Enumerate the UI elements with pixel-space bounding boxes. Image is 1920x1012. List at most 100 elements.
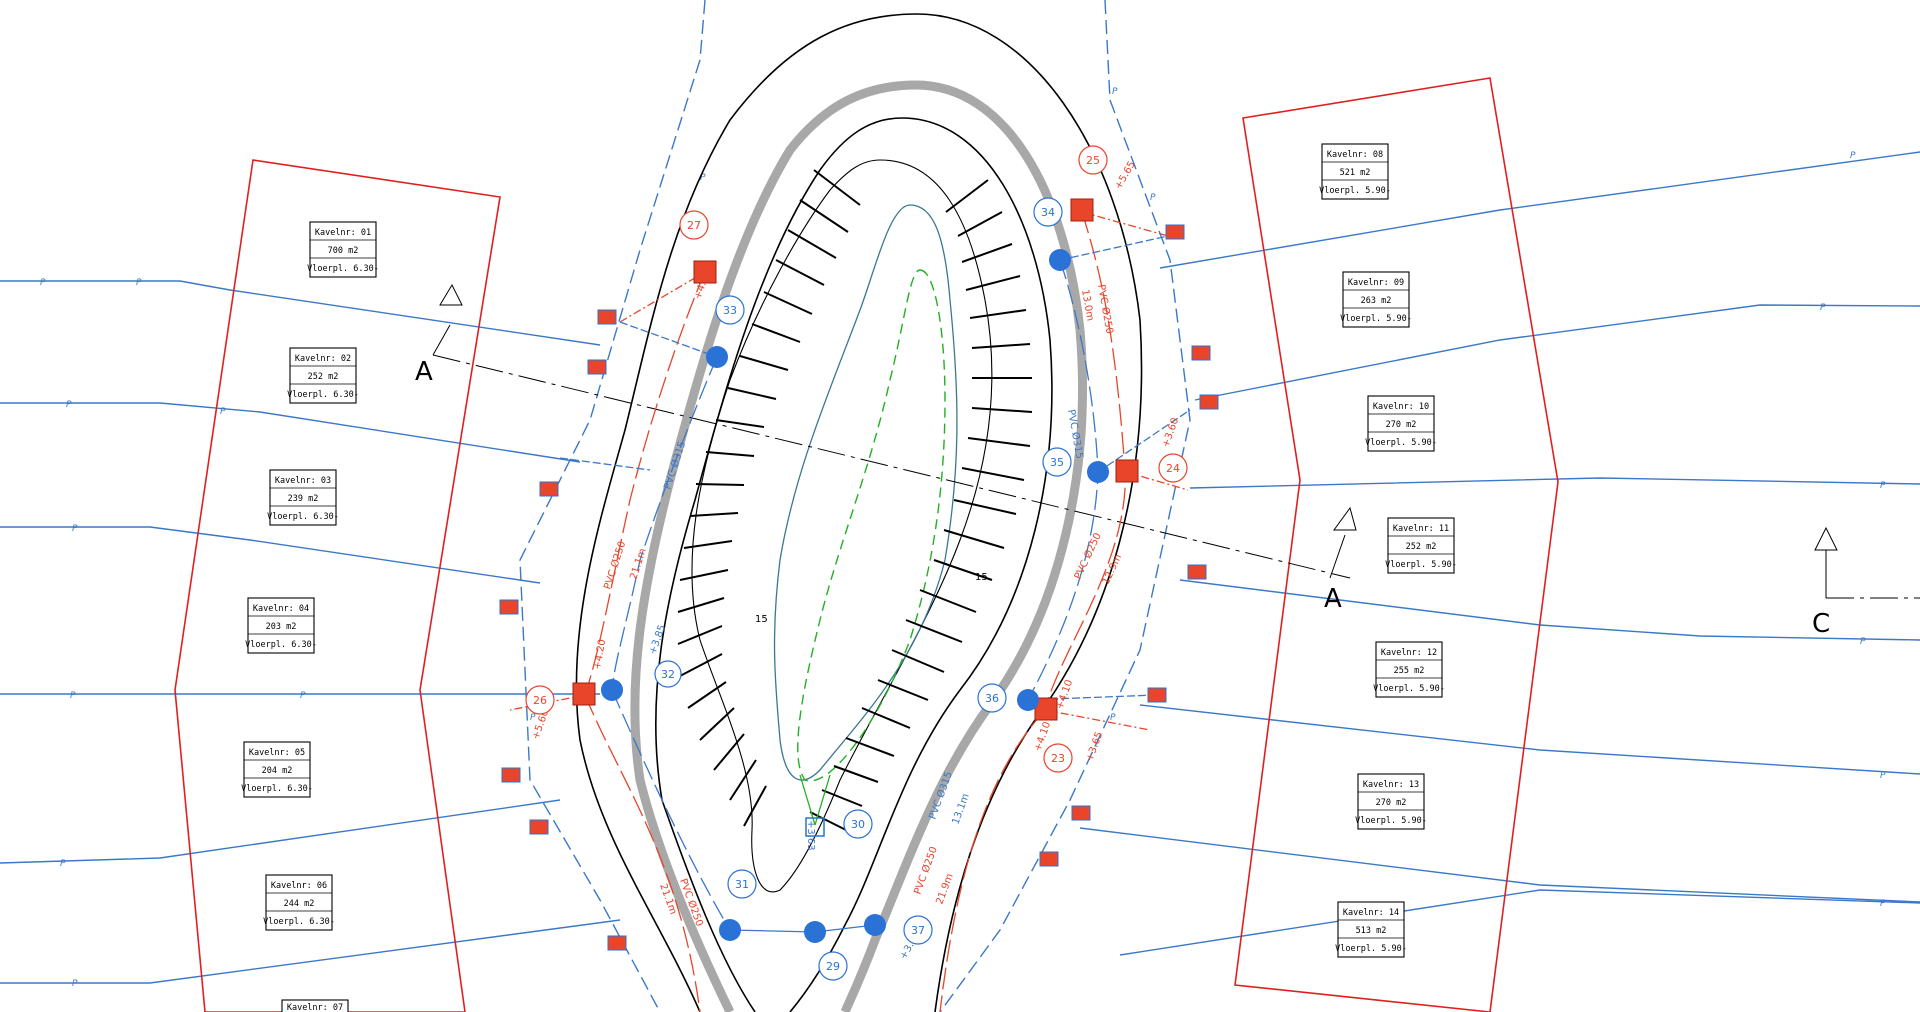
svg-text:P: P xyxy=(1880,899,1886,909)
pipe-len-bottom-blue: 13.1m xyxy=(950,792,971,826)
svg-text:+3.60: +3.60 xyxy=(1160,416,1181,449)
lot-box-07: Kavelnr: 07 xyxy=(281,999,349,1012)
pipe-label-left-red: PVC Ø250 xyxy=(601,540,628,591)
svg-text:Vloerpl. 5.90-: Vloerpl. 5.90- xyxy=(1373,684,1445,694)
svg-text:+4.10: +4.10 xyxy=(1054,678,1075,711)
svg-text:252 m2: 252 m2 xyxy=(1406,542,1437,552)
blue-gullies xyxy=(601,249,1109,943)
svg-text:P: P xyxy=(1150,193,1156,203)
svg-text:+3.65: +3.65 xyxy=(1084,730,1105,763)
pipe-len-bottom-red: 21.9m xyxy=(934,872,955,906)
svg-text:244 m2: 244 m2 xyxy=(284,899,315,909)
svg-text:Kavelnr: 14: Kavelnr: 14 xyxy=(1343,908,1399,918)
svg-text:Kavelnr: 09: Kavelnr: 09 xyxy=(1348,278,1404,288)
svg-text:Vloerpl. 6.30-: Vloerpl. 6.30- xyxy=(241,784,313,794)
svg-text:Kavelnr: 12: Kavelnr: 12 xyxy=(1381,648,1437,658)
svg-text:33: 33 xyxy=(723,304,737,317)
utility-p-markers: P P P P P P P P P P P P P P P P P P P P xyxy=(40,87,1886,989)
svg-text:25: 25 xyxy=(1086,154,1100,167)
svg-text:270 m2: 270 m2 xyxy=(1386,420,1417,430)
parking-island-outline xyxy=(691,159,993,893)
svg-text:23: 23 xyxy=(1051,752,1065,765)
svg-text:36: 36 xyxy=(985,692,999,705)
pipe-len-right-red-2: 12.9m xyxy=(1101,553,1124,587)
section-line-c: C xyxy=(1812,526,1920,639)
svg-text:26: 26 xyxy=(533,694,547,707)
svg-text:29: 29 xyxy=(826,960,840,973)
svg-text:P: P xyxy=(72,979,78,989)
svg-text:Vloerpl. 5.90-: Vloerpl. 5.90- xyxy=(1335,944,1407,954)
svg-text:34: 34 xyxy=(1041,206,1055,219)
property-boundary-right xyxy=(1234,77,1559,1012)
svg-text:+3.85: +3.85 xyxy=(647,623,668,656)
svg-text:P: P xyxy=(300,691,306,701)
parking-stall-lines xyxy=(677,169,1033,831)
pipe-label-right-red: PVC Ø250 xyxy=(1095,283,1116,334)
svg-text:203 m2: 203 m2 xyxy=(266,622,297,632)
parking-island-inner xyxy=(773,204,958,781)
svg-text:P: P xyxy=(40,278,46,288)
lot-box-10: Kavelnr: 10 270 m2 Vloerpl. 5.90- xyxy=(1365,395,1437,452)
svg-text:Vloerpl. 6.30-: Vloerpl. 6.30- xyxy=(263,917,335,927)
svg-text:Kavelnr: 03: Kavelnr: 03 xyxy=(275,476,331,486)
red-pipes xyxy=(509,211,1189,1012)
svg-text:Vloerpl. 5.90-: Vloerpl. 5.90- xyxy=(1319,186,1391,196)
svg-text:P: P xyxy=(1880,481,1886,491)
svg-text:521 m2: 521 m2 xyxy=(1340,168,1371,178)
svg-text:263 m2: 263 m2 xyxy=(1361,296,1392,306)
svg-text:Kavelnr: 11: Kavelnr: 11 xyxy=(1393,524,1449,534)
pipe-len-right-red: 13.0m xyxy=(1079,289,1095,322)
red-manholes xyxy=(572,198,1139,721)
svg-text:+5.65: +5.65 xyxy=(1113,159,1138,191)
section-label-a-right: A xyxy=(1324,584,1342,614)
svg-text:Kavelnr: 05: Kavelnr: 05 xyxy=(249,748,305,758)
svg-text:P: P xyxy=(1880,771,1886,781)
svg-text:Vloerpl. 6.30-: Vloerpl. 6.30- xyxy=(307,264,379,274)
road-inner-edge xyxy=(655,117,1053,1012)
svg-text:Kavelnr: 10: Kavelnr: 10 xyxy=(1373,402,1429,412)
svg-text:700 m2: 700 m2 xyxy=(328,246,359,256)
svg-text:Vloerpl. 5.90-: Vloerpl. 5.90- xyxy=(1385,560,1457,570)
svg-text:Vloerpl. 5.90-: Vloerpl. 5.90- xyxy=(1355,816,1427,826)
svg-text:Kavelnr: 02: Kavelnr: 02 xyxy=(295,354,351,364)
svg-text:30: 30 xyxy=(851,818,865,831)
green-connector xyxy=(799,774,831,826)
svg-text:Kavelnr: 04: Kavelnr: 04 xyxy=(253,604,309,614)
svg-text:Vloerpl. 5.90-: Vloerpl. 5.90- xyxy=(1365,438,1437,448)
pipe-label-right-red-2: PVC Ø250 xyxy=(1072,531,1104,581)
svg-text:P: P xyxy=(1112,87,1118,97)
section-label-c: C xyxy=(1812,609,1830,639)
svg-text:P: P xyxy=(1820,303,1826,313)
svg-text:15: 15 xyxy=(755,614,768,625)
green-swale xyxy=(797,269,946,782)
svg-text:P: P xyxy=(66,400,72,410)
svg-text:P: P xyxy=(60,859,66,869)
lot-box-11: Kavelnr: 11 252 m2 Vloerpl. 5.90- xyxy=(1385,517,1457,574)
svg-text:252 m2: 252 m2 xyxy=(308,372,339,382)
svg-text:P: P xyxy=(530,713,536,723)
svg-text:270 m2: 270 m2 xyxy=(1376,798,1407,808)
svg-text:P: P xyxy=(1860,637,1866,647)
svg-text:204 m2: 204 m2 xyxy=(262,766,293,776)
inspection-node-square xyxy=(805,817,825,837)
red-node-labels: 27 25 24 26 23 xyxy=(525,145,1188,773)
svg-text:P: P xyxy=(220,407,226,417)
pipe-label-left-blue: PVC Ø315 xyxy=(661,440,688,491)
svg-text:32: 32 xyxy=(661,668,675,681)
svg-text:Kavelnr: 13: Kavelnr: 13 xyxy=(1363,780,1419,790)
svg-text:31: 31 xyxy=(735,878,749,891)
svg-text:P: P xyxy=(700,173,706,183)
svg-text:P: P xyxy=(70,691,76,701)
svg-text:37: 37 xyxy=(911,924,925,937)
